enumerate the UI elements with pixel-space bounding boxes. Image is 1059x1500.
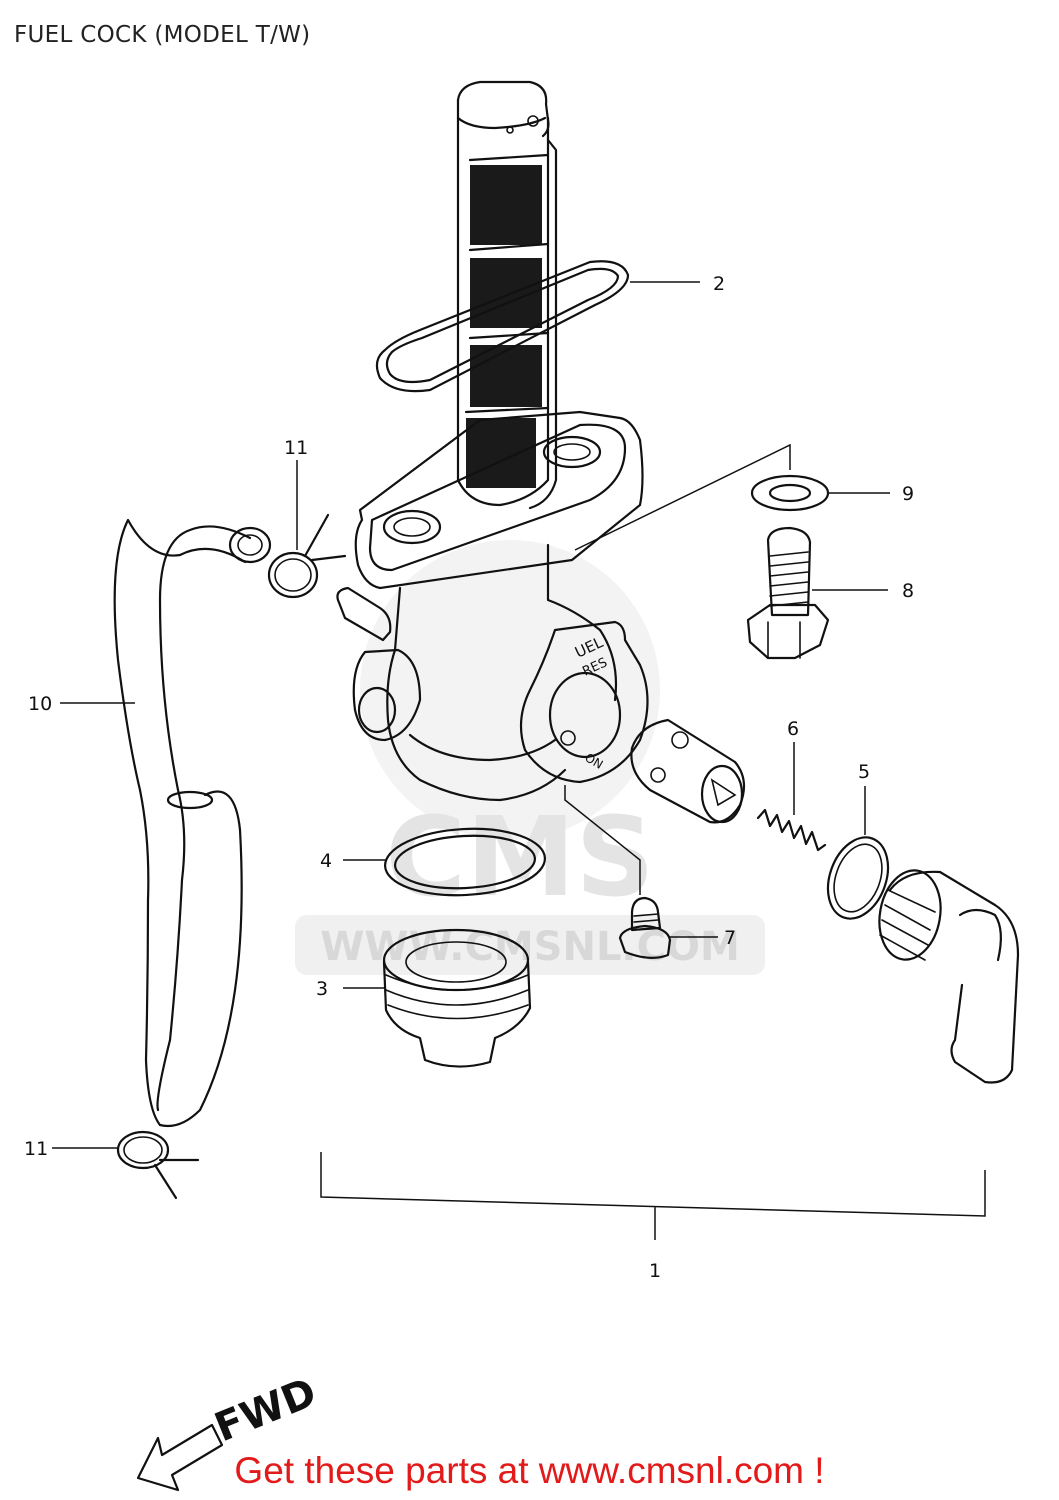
gasket (375, 260, 630, 393)
washer (750, 474, 830, 512)
callout-8: 8 (902, 580, 914, 602)
callout-9: 9 (902, 483, 914, 505)
hose-clamp-upper (267, 513, 347, 599)
callout-11-upper: 11 (284, 437, 308, 459)
o-ring-large (383, 827, 547, 897)
callout-10: 10 (28, 693, 52, 715)
bolt (746, 526, 830, 660)
callout-7: 7 (724, 927, 736, 949)
callout-5: 5 (858, 761, 870, 783)
callout-3: 3 (316, 978, 328, 1000)
fuel-hose (113, 518, 272, 1128)
callout-6: 6 (787, 718, 799, 740)
o-ring-small (826, 836, 890, 920)
callout-4: 4 (320, 850, 332, 872)
promo-link[interactable]: Get these parts at www.cmsnl.com ! (234, 1450, 825, 1491)
sediment-cup (382, 928, 532, 1068)
alignment-lines (564, 443, 791, 895)
leader-lines (52, 281, 890, 1149)
watermark-brand: CMS (385, 793, 654, 921)
valve-rotor (630, 718, 746, 824)
cock-lever (878, 869, 1020, 1084)
assembly-bracket (320, 1152, 986, 1240)
callout-1: 1 (649, 1260, 661, 1282)
spring (756, 808, 827, 852)
callout-2: 2 (713, 273, 725, 295)
watermark: CMS WWW.CMSNL.COM (295, 540, 765, 975)
page-title: FUEL COCK (MODEL T/W) (14, 22, 311, 48)
cock-body (336, 410, 644, 802)
fwd-label: FWD (209, 1369, 323, 1451)
callout-11-lower: 11 (24, 1138, 48, 1160)
hose-clamp-lower (116, 1130, 200, 1200)
screw (618, 896, 672, 959)
